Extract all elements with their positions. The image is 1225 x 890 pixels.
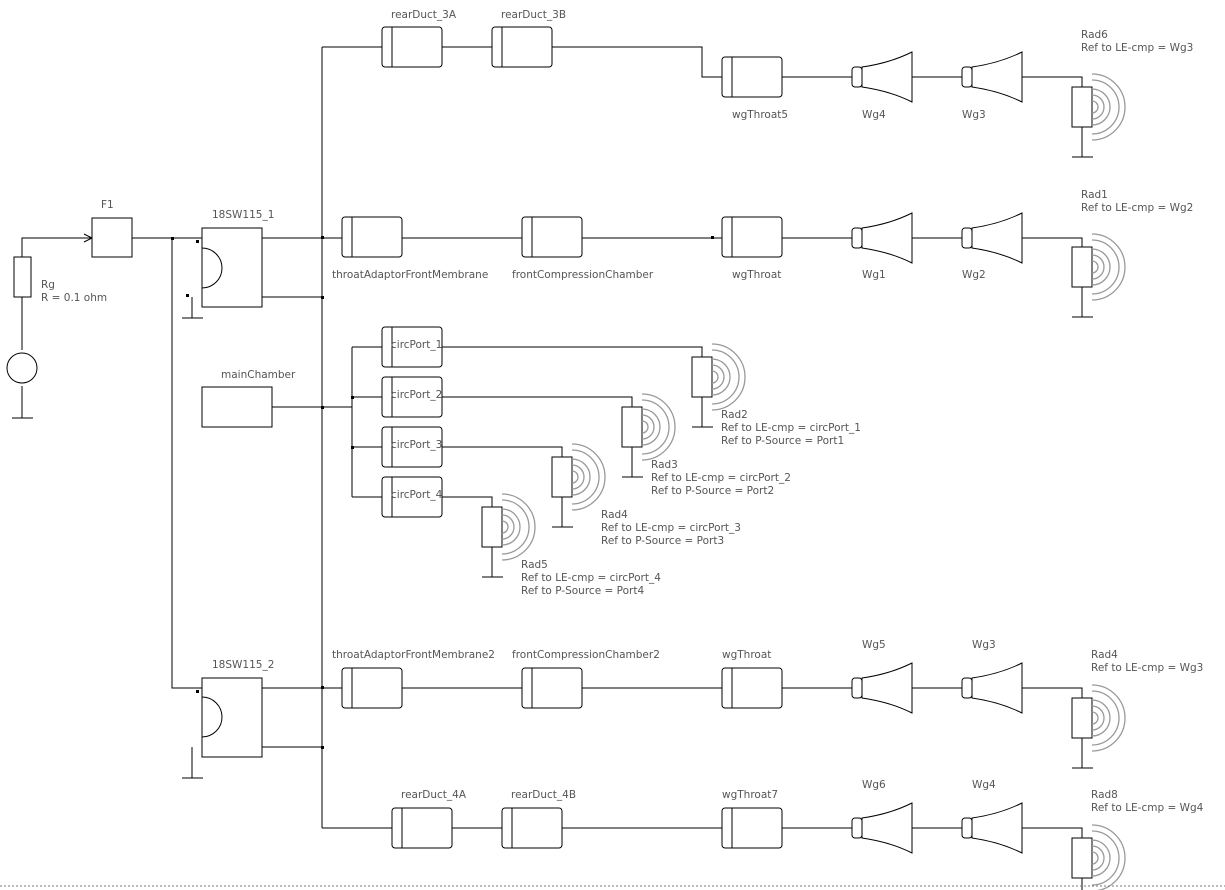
waveguide-label: Wg4	[862, 109, 886, 121]
chamber-label: frontCompressionChamber2	[512, 649, 660, 661]
ground-symbols	[12, 156, 1093, 779]
radiator-label: Rad1	[1081, 189, 1108, 201]
radiator-label: Rad5	[521, 559, 548, 571]
resistor-value: R = 0.1 ohm	[41, 292, 107, 304]
duct-label: rearDuct_4A	[401, 789, 467, 801]
radiator[interactable]	[1071, 73, 1126, 141]
radiator[interactable]	[691, 343, 746, 411]
waveguide-label: Wg1	[862, 269, 886, 281]
duct-block[interactable]	[391, 807, 453, 849]
radiator-label: Rad6	[1081, 29, 1108, 41]
radiator-ref: Ref to P-Source = Port2	[651, 485, 774, 497]
waveguide-label: Wg6	[862, 779, 886, 791]
junction-dots	[171, 236, 714, 749]
main-chamber-label: mainChamber	[221, 369, 296, 381]
duct-block[interactable]	[381, 26, 443, 68]
main-chamber[interactable]	[201, 386, 273, 428]
filter-f1[interactable]	[91, 217, 133, 258]
waveguide-horn[interactable]	[851, 662, 913, 714]
chamber-block[interactable]	[521, 667, 583, 709]
radiator-label: Rad8	[1091, 789, 1118, 801]
wires	[21, 46, 1083, 890]
duct-block[interactable]	[501, 807, 563, 849]
waveguide-horn[interactable]	[961, 662, 1023, 714]
radiator[interactable]	[1071, 824, 1126, 890]
driver-1[interactable]	[201, 227, 263, 308]
throat-label: wgThroat	[722, 649, 771, 661]
waveguide-label: Wg2	[962, 269, 986, 281]
port-block[interactable]	[381, 476, 443, 518]
throat-block[interactable]	[721, 667, 783, 709]
waveguide-horn[interactable]	[851, 802, 913, 854]
radiator[interactable]	[1071, 684, 1126, 752]
port-label: circPort_1	[391, 339, 442, 351]
adaptor-label: throatAdaptorFrontMembrane2	[332, 649, 495, 661]
port-label: circPort_4	[391, 489, 443, 501]
waveguide-label: Wg3	[972, 639, 996, 651]
radiator-ref: Ref to P-Source = Port4	[521, 585, 644, 597]
throat-label: wgThroat	[732, 269, 781, 281]
radiator-ref: Ref to LE-cmp = Wg3	[1091, 662, 1203, 674]
waveguide-label: Wg4	[972, 779, 996, 791]
adaptor-block[interactable]	[341, 667, 403, 709]
waveguide-horn[interactable]	[851, 51, 913, 103]
driver-1-label: 18SW115_1	[212, 209, 274, 221]
port-block[interactable]	[381, 426, 443, 468]
adaptor-block[interactable]	[341, 216, 403, 258]
radiator[interactable]	[621, 393, 676, 461]
filter-label: F1	[101, 199, 114, 211]
driver-2[interactable]	[201, 677, 263, 758]
chamber-label: frontCompressionChamber	[512, 269, 654, 281]
waveguide-label: Wg3	[962, 109, 986, 121]
throat-block[interactable]	[721, 56, 783, 98]
radiator[interactable]	[1071, 233, 1126, 301]
radiator[interactable]	[481, 493, 536, 561]
resistor-label: Rg	[41, 279, 55, 291]
duct-block[interactable]	[491, 26, 553, 68]
waveguide-horn[interactable]	[961, 51, 1023, 103]
port-label: circPort_2	[391, 389, 442, 401]
radiator-label: Rad4	[601, 509, 628, 521]
radiator-label: Rad4	[1091, 649, 1118, 661]
radiator-ref: Ref to LE-cmp = circPort_3	[601, 522, 741, 534]
radiator-ref: Ref to LE-cmp = Wg2	[1081, 202, 1193, 214]
throat-label: wgThroat5	[732, 109, 788, 121]
port-block[interactable]	[381, 326, 443, 368]
waveguide-horn[interactable]	[961, 212, 1023, 264]
radiator-label: Rad3	[651, 459, 678, 471]
waveguide-horn[interactable]	[961, 802, 1023, 854]
chamber-block[interactable]	[521, 216, 583, 258]
waveguide-horn[interactable]	[851, 212, 913, 264]
radiator-ref: Ref to LE-cmp = circPort_2	[651, 472, 791, 484]
radiator-ref: Ref to LE-cmp = Wg3	[1081, 42, 1193, 54]
voltage-source[interactable]	[6, 352, 38, 384]
radiator-ref: Ref to LE-cmp = circPort_1	[721, 422, 861, 434]
radiator-ref: Ref to P-Source = Port1	[721, 435, 844, 447]
throat-block[interactable]	[721, 216, 783, 258]
duct-label: rearDuct_3B	[501, 9, 566, 21]
waveguide-label: Wg5	[862, 639, 886, 651]
driver-2-label: 18SW115_2	[212, 659, 274, 671]
resistor-rg[interactable]	[13, 256, 32, 298]
radiator-ref: Ref to LE-cmp = circPort_4	[521, 572, 661, 584]
adaptor-label: throatAdaptorFrontMembrane	[332, 269, 488, 281]
duct-label: rearDuct_3A	[391, 9, 457, 21]
radiator[interactable]	[551, 443, 606, 511]
port-block[interactable]	[381, 376, 443, 418]
radiator-label: Rad2	[721, 409, 748, 421]
port-label: circPort_3	[391, 439, 442, 451]
throat-block[interactable]	[721, 807, 783, 849]
radiator-ref: Ref to P-Source = Port3	[601, 535, 724, 547]
radiator-ref: Ref to LE-cmp = Wg4	[1091, 802, 1204, 814]
throat-label: wgThroat7	[722, 789, 778, 801]
duct-label: rearDuct_4B	[511, 789, 576, 801]
